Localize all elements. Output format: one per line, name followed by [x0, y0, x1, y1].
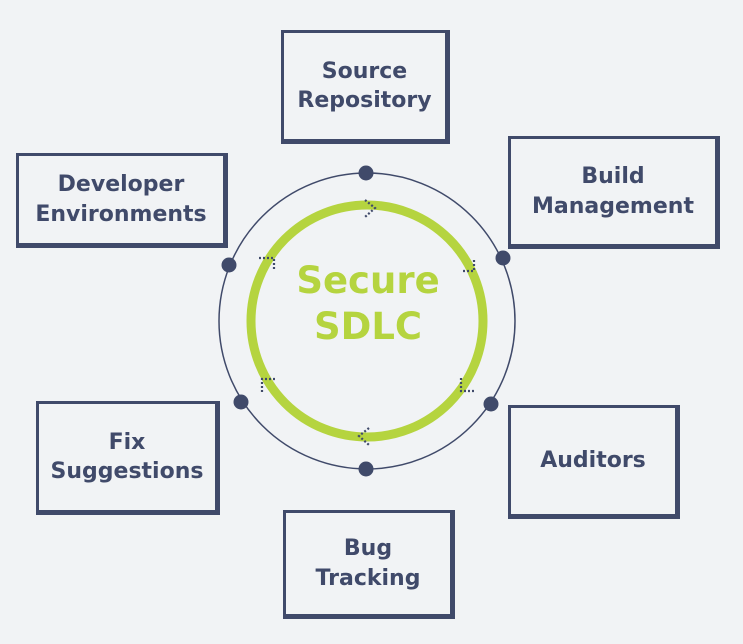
node-label-line: Repository — [297, 88, 432, 113]
center-title-line2: SDLC — [313, 305, 423, 349]
node-developer-environments: Developer Environments — [16, 153, 228, 248]
cycle-arrow-lower-right — [459, 378, 474, 393]
connector-dot-upper-right — [495, 250, 511, 266]
connector-dot-lower-right — [483, 396, 499, 412]
node-label-line: Environments — [35, 201, 207, 227]
cycle-arrow-upper-left — [259, 256, 276, 271]
center-title-line1: Secure — [296, 259, 440, 302]
node-label-line: Suggestions — [50, 459, 204, 484]
node-label-line: Tracking — [315, 565, 421, 591]
connector-dot-upper-left — [221, 257, 237, 273]
node-label-line: Source — [321, 58, 408, 84]
cycle-arrow-top — [364, 199, 377, 218]
connector-dot-top — [358, 165, 374, 181]
connector-dot-lower-left — [233, 394, 249, 410]
connector-dot-bottom — [358, 461, 374, 477]
node-fix-suggestions: Fix Suggestions — [36, 401, 220, 515]
node-build-management: Build Management — [508, 136, 720, 249]
node-label-line: Fix — [108, 429, 146, 455]
green-cycle-ring — [246, 200, 488, 442]
node-source-repository: Source Repository — [281, 30, 450, 144]
cycle-arrow-bottom — [357, 427, 370, 446]
node-auditors: Auditors — [508, 405, 680, 519]
node-label-line: Auditors — [540, 448, 646, 474]
node-label-line: Developer — [57, 172, 185, 198]
node-bug-tracking: Bug Tracking — [283, 510, 455, 619]
node-label-line: Management — [532, 193, 694, 219]
node-label-line: Build — [581, 164, 645, 190]
center-title: Secure SDLC — [254, 258, 482, 351]
node-label-line: Bug — [343, 536, 393, 562]
cycle-arrow-lower-left — [260, 377, 275, 392]
